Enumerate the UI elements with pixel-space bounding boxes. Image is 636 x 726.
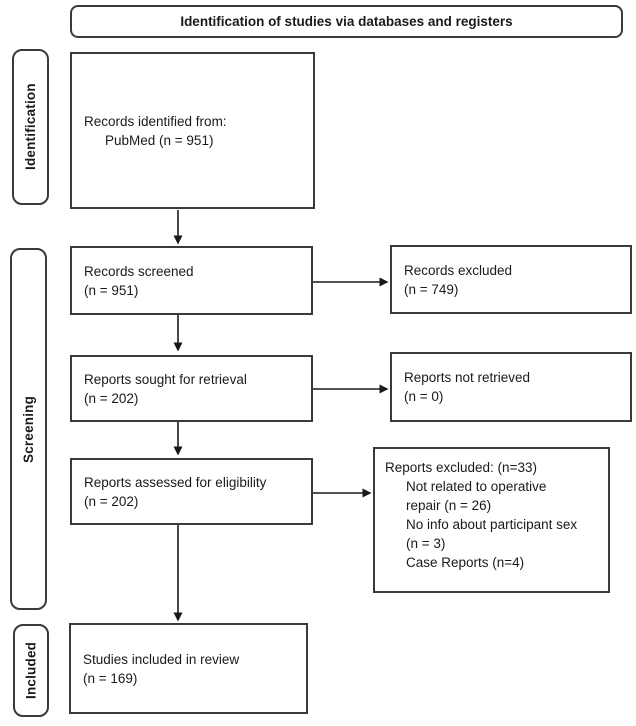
- diagram-title: Identification of studies via databases …: [180, 14, 513, 29]
- box-text-line: Case Reports (n=4): [406, 555, 525, 570]
- stage-label-text: Included: [23, 641, 39, 700]
- box-text-line: (n = 0): [404, 389, 444, 404]
- box-text-line: repair (n = 26): [406, 498, 492, 513]
- box-text-line: (n = 749): [404, 281, 459, 297]
- box-text-line: (n = 202): [84, 493, 139, 509]
- box-studies-included: Studies included in review (n = 169): [69, 623, 308, 714]
- box-text-line: Reports assessed for eligibility: [84, 474, 267, 490]
- box-text-line: Not related to operative: [406, 479, 547, 494]
- box-text-line: Records excluded: [404, 262, 513, 278]
- box-reports-sought: Reports sought for retrieval (n = 202): [70, 355, 313, 422]
- stage-label-identification: Identification: [12, 49, 49, 205]
- box-text-line: Studies included in review: [83, 651, 240, 667]
- box-text-line: Reports not retrieved: [404, 370, 531, 385]
- box-text-line: Reports sought for retrieval: [84, 371, 247, 387]
- box-text-line: (n = 3): [406, 536, 446, 551]
- box-text-line: Records screened: [84, 263, 194, 279]
- stage-label-text: Identification: [23, 83, 38, 171]
- box-records-identified: Records identified from: PubMed (n = 951…: [70, 52, 315, 209]
- stage-label-screening: Screening: [10, 248, 47, 610]
- box-text-line: Records identified from:: [84, 113, 227, 129]
- box-text-line: (n = 951): [84, 282, 139, 298]
- box-text-line: (n = 202): [84, 390, 139, 406]
- box-text-line: No info about participant sex: [406, 517, 578, 532]
- box-records-screened: Records screened (n = 951): [70, 246, 313, 315]
- stage-label-included: Included: [13, 624, 49, 717]
- box-text-line: Reports excluded: (n=33): [385, 460, 537, 475]
- box-records-excluded: Records excluded (n = 749): [390, 245, 632, 314]
- box-reports-assessed: Reports assessed for eligibility (n = 20…: [70, 458, 313, 525]
- box-text-line: PubMed (n = 951): [105, 132, 214, 148]
- stage-label-text: Screening: [21, 395, 36, 463]
- diagram-title-banner: Identification of studies via databases …: [70, 5, 623, 38]
- box-text-line: (n = 169): [83, 670, 138, 686]
- box-reports-excluded-details: Reports excluded: (n=33) Not related to …: [373, 447, 610, 593]
- box-reports-not-retrieved: Reports not retrieved (n = 0): [390, 352, 632, 422]
